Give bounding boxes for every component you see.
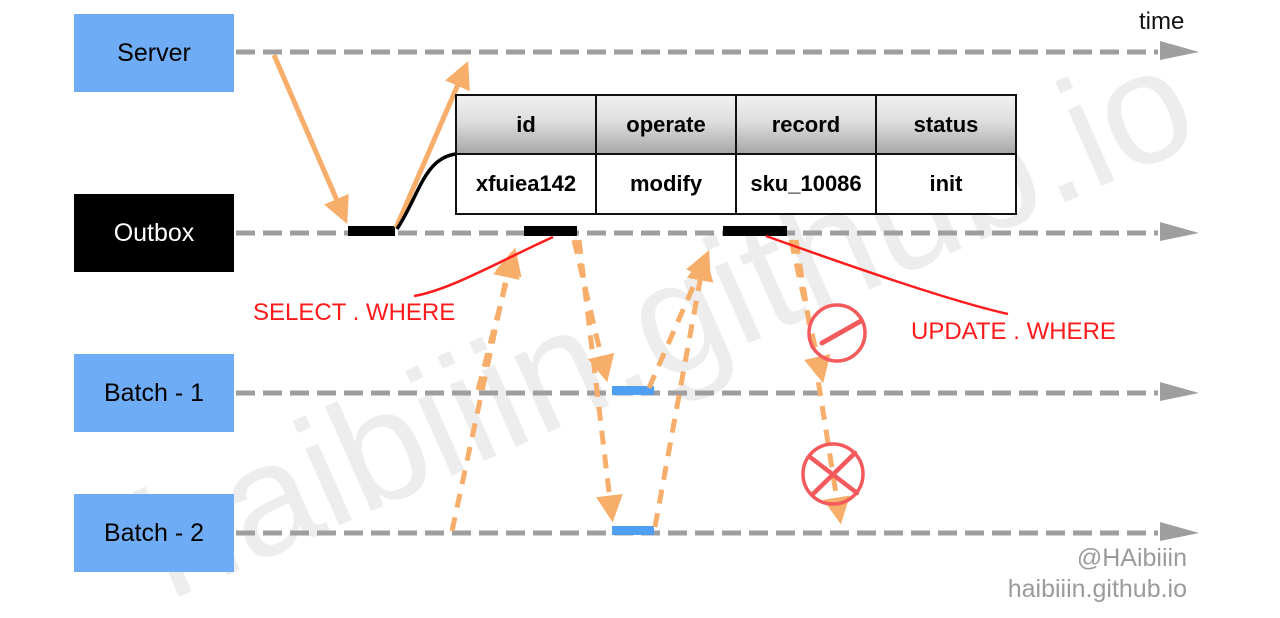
- table-cell-status: init: [875, 153, 1017, 215]
- table-header-status: status: [875, 94, 1017, 155]
- table-row: xfuiea142 modify sku_10086 init: [455, 153, 1017, 215]
- batch2-timeline-arrowhead-icon: [1160, 522, 1199, 541]
- record-callout-curve: [395, 152, 457, 230]
- select-result-batch1-arrow: [571, 239, 615, 383]
- outbox-timeline-arrowhead-icon: [1160, 222, 1199, 241]
- table-header-row: id operate record status: [455, 94, 1017, 155]
- select-where-annotation: SELECT . WHERE: [253, 299, 456, 326]
- time-axis-label: time: [1139, 8, 1185, 35]
- lifeline-label-server: Server: [117, 38, 191, 67]
- update-where-callout-curve: [765, 234, 1009, 316]
- select-result-batch2-arrow: [576, 239, 623, 523]
- attribution-site: haibiiin.github.io: [1007, 575, 1187, 603]
- table-header-operate: operate: [595, 94, 737, 155]
- batch1-timeline-arrowhead-icon: [1160, 382, 1199, 401]
- lifeline-label-batch-2: Batch - 2: [103, 518, 205, 547]
- outbox-to-server-arrow: [393, 61, 470, 229]
- batch1-update-arrow: [646, 250, 711, 389]
- lifeline-box-batch-1: Batch - 1: [74, 354, 234, 432]
- table-header-record: record: [735, 94, 877, 155]
- update-result-batch1-arrow: [788, 239, 831, 384]
- no-entry-icon: [807, 303, 867, 363]
- batch2-result-bar: [612, 526, 654, 535]
- outbox-record-table: id operate record status xfuiea142 modif…: [455, 94, 1017, 215]
- outbox-select-bar: [524, 226, 577, 236]
- batch1-select-arrow: [475, 247, 522, 391]
- lifeline-label-batch-1: Batch - 1: [103, 378, 205, 407]
- table-cell-operate: modify: [595, 153, 737, 215]
- table-cell-record: sku_10086: [735, 153, 877, 215]
- lifeline-box-outbox: Outbox: [74, 194, 234, 272]
- table-header-id: id: [455, 94, 597, 155]
- lifeline-label-outbox: Outbox: [113, 218, 195, 247]
- outbox-update-bar: [723, 226, 787, 236]
- server-to-outbox-arrow: [271, 54, 349, 224]
- cross-icon: [801, 442, 865, 506]
- table-cell-id: xfuiea142: [455, 153, 597, 215]
- select-where-callout-curve: [413, 235, 554, 298]
- outbox-write-bar: [348, 226, 395, 236]
- lifeline-box-batch-2: Batch - 2: [74, 494, 234, 572]
- batch1-result-bar: [612, 386, 654, 395]
- server-timeline-arrowhead-icon: [1160, 41, 1199, 60]
- update-where-annotation: UPDATE . WHERE: [911, 318, 1116, 345]
- attribution-handle: @HAibiiin: [1076, 544, 1187, 572]
- lifeline-box-server: Server: [74, 14, 234, 92]
- batch2-update-arrow: [652, 253, 714, 528]
